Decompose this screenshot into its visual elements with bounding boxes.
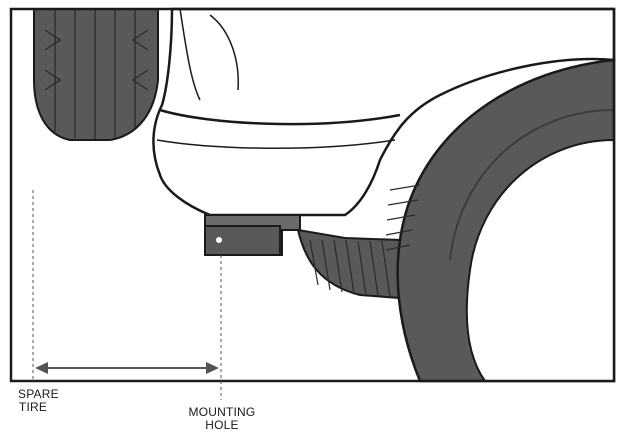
right-wheel bbox=[385, 58, 616, 383]
diagram-border bbox=[9, 7, 616, 383]
vehicle-body bbox=[152, 7, 616, 217]
distance-arrow bbox=[35, 362, 219, 374]
spare-tire-label: SPARE TIRE bbox=[18, 387, 59, 414]
spare-tire-label-line-2: TIRE bbox=[18, 400, 48, 414]
hitch-receiver bbox=[204, 214, 301, 256]
mounting-hole-label: MOUNTING HOLE bbox=[182, 406, 262, 432]
mounting-hole-label-line-2: HOLE bbox=[205, 418, 239, 432]
left-tire bbox=[33, 8, 159, 141]
mounting-hole-marker bbox=[216, 237, 222, 243]
spare-tire-label-line-1: SPARE bbox=[18, 387, 59, 401]
mounting-hole-label-line-1: MOUNTING bbox=[188, 405, 256, 419]
